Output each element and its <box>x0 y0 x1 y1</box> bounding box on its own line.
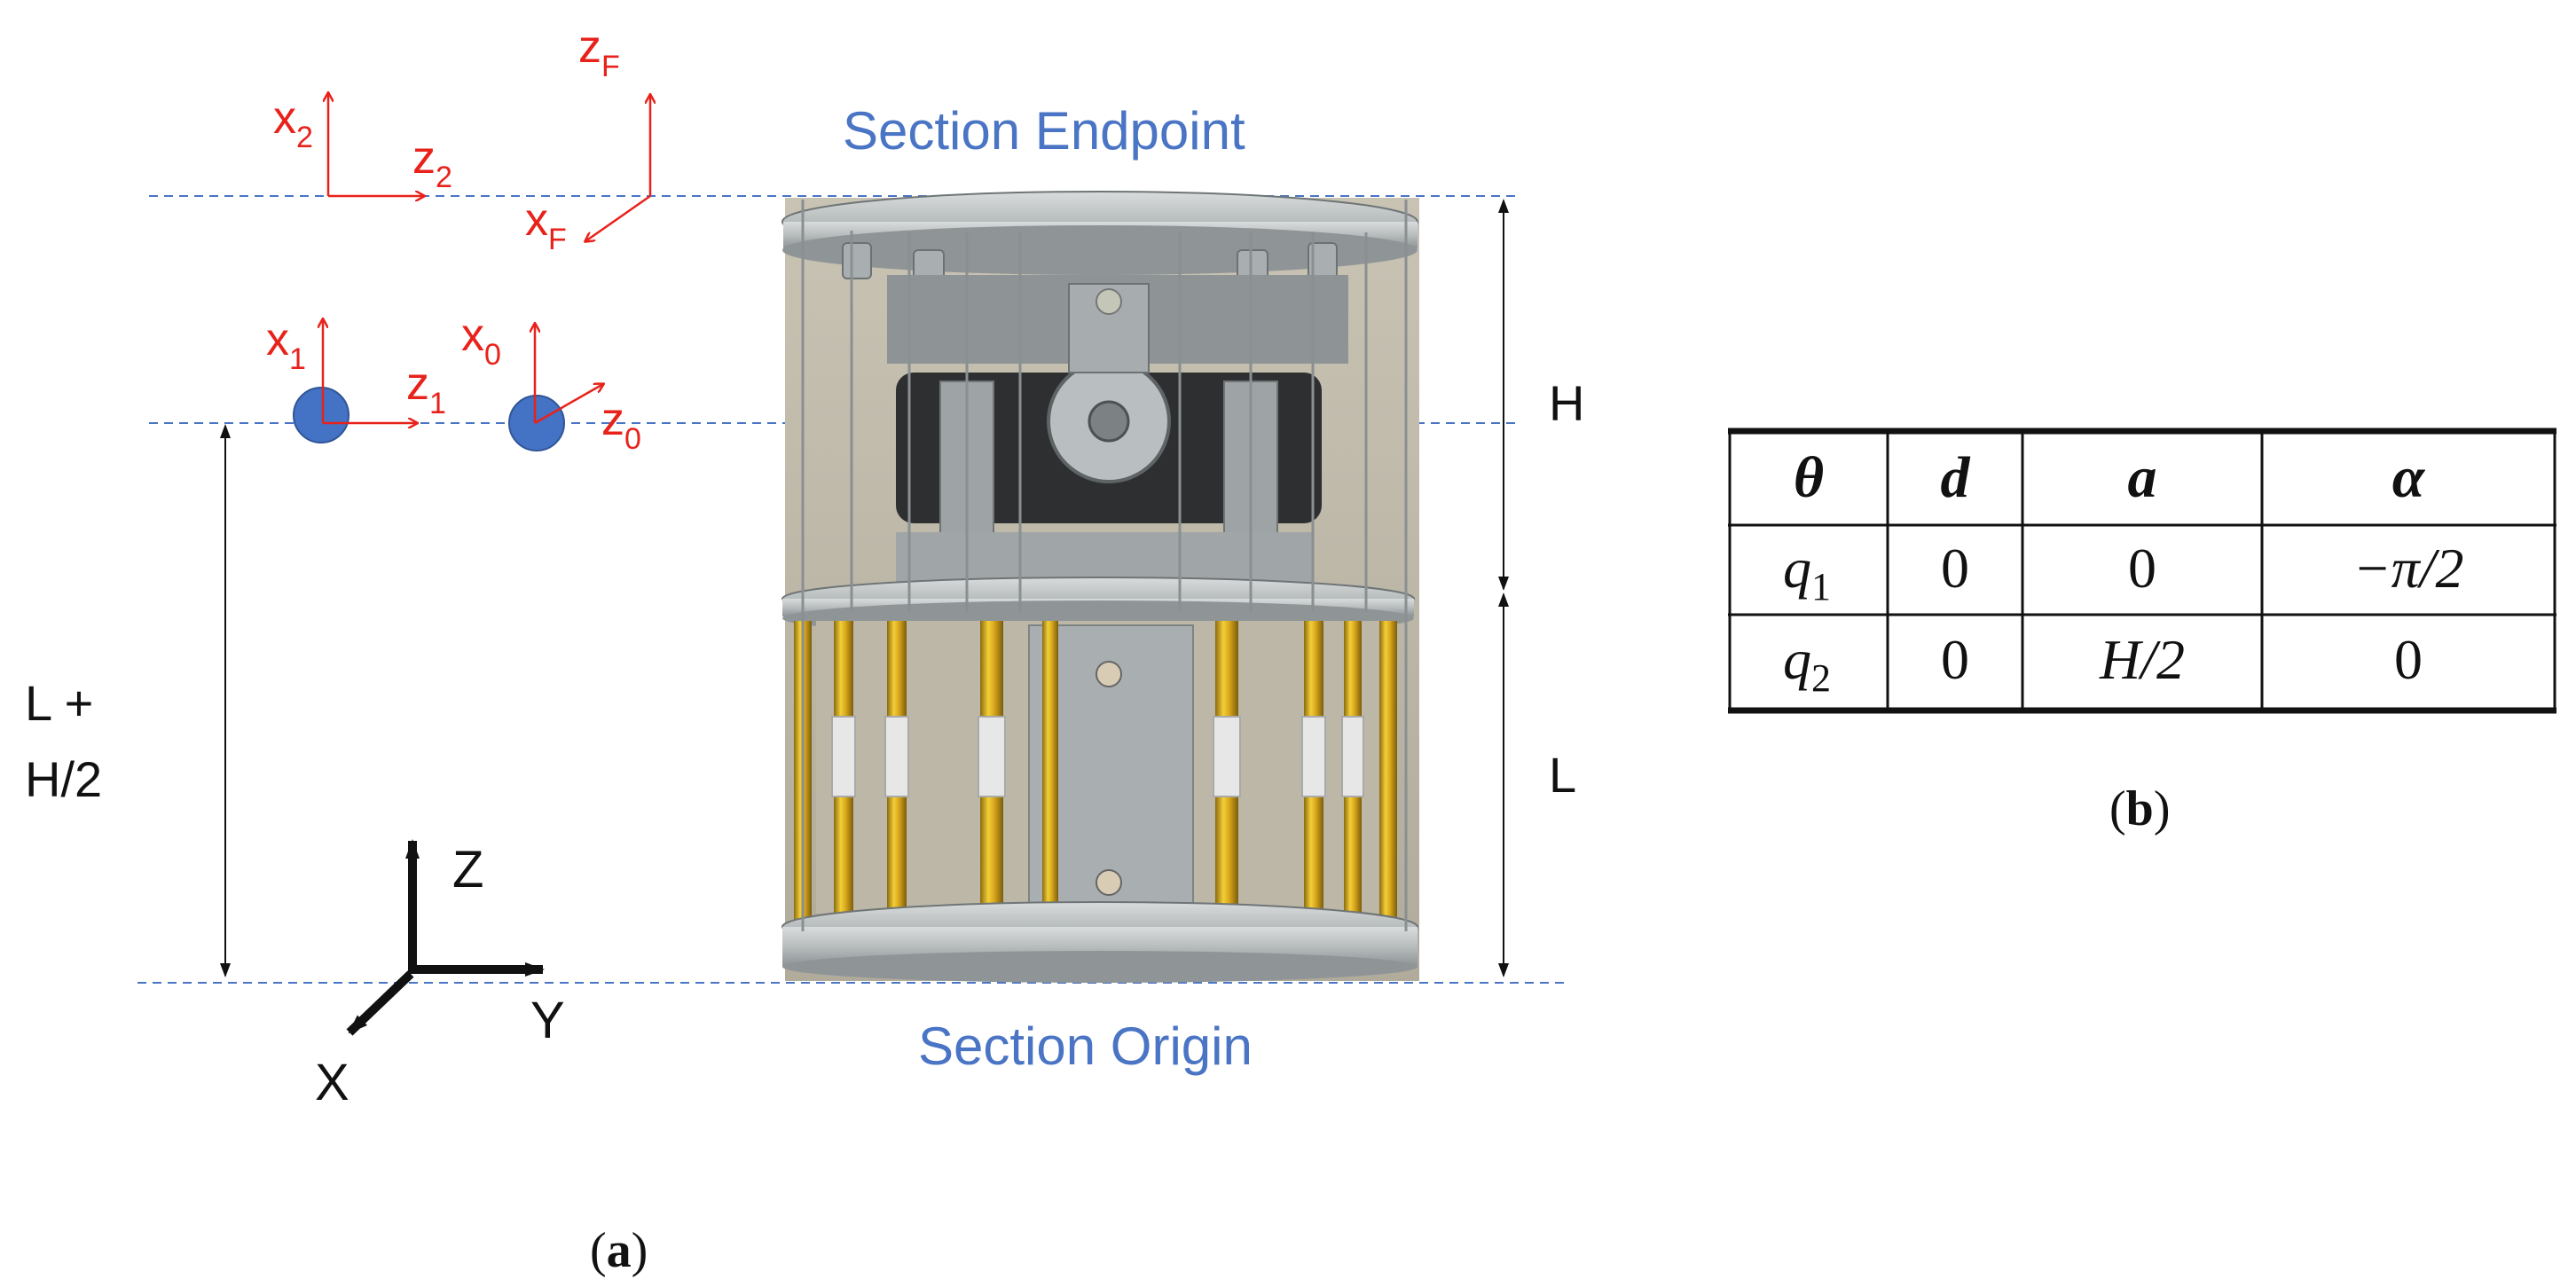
table-row1-a: 0 <box>2128 537 2156 600</box>
table-row1-d: 0 <box>1941 537 1969 600</box>
panel-b-label: (b) <box>2109 781 2170 836</box>
world-x-label: X <box>315 1054 349 1111</box>
table-header-alpha: α <box>2392 445 2426 510</box>
table-row2-alpha: 0 <box>2394 628 2423 691</box>
z1-axis-label: z1 <box>406 358 446 420</box>
z2-axis-label: z2 <box>412 132 452 194</box>
world-axes <box>346 839 545 1036</box>
l-dimension-label: L <box>1549 747 1576 803</box>
x2-axis-label: x2 <box>273 92 313 154</box>
world-y-label: Y <box>530 992 565 1049</box>
panel-a-label: (a) <box>590 1223 648 1278</box>
table-header-d: d <box>1941 445 1971 510</box>
robot-section-photo <box>781 191 1419 983</box>
frame-F <box>585 95 650 241</box>
z0-axis-label: z0 <box>601 394 641 456</box>
joint-0 <box>508 324 603 451</box>
x1-axis-label: x1 <box>266 314 306 376</box>
frame-2 <box>328 93 424 196</box>
section-origin-label: Section Origin <box>918 1016 1253 1076</box>
dh-parameter-table: θ d a α q1 0 0 −π/2 q2 0 H/2 0 <box>1728 428 2556 714</box>
table-header-theta: θ <box>1794 445 1824 510</box>
h-dimension-label: H <box>1549 375 1584 431</box>
table-row2-theta: q2 <box>1783 628 1831 700</box>
xF-axis-label: xF <box>525 194 567 256</box>
zF-axis-label: zF <box>578 21 620 83</box>
section-endpoint-label: Section Endpoint <box>843 101 1245 161</box>
white-spacers <box>831 716 1364 797</box>
x0-axis-label: x0 <box>461 310 501 372</box>
lh2-dimension-label-line1: L + <box>25 675 93 731</box>
table-row2-d: 0 <box>1941 628 1969 691</box>
joint-1 <box>293 319 417 443</box>
world-z-label: Z <box>452 841 483 899</box>
table-header-a: a <box>2128 445 2157 510</box>
table-row1-alpha: −π/2 <box>2352 537 2463 600</box>
lh2-dimension-label-line2: H/2 <box>25 751 102 807</box>
table-row1-theta: q1 <box>1783 537 1831 608</box>
table-row2-a: H/2 <box>2099 628 2185 691</box>
